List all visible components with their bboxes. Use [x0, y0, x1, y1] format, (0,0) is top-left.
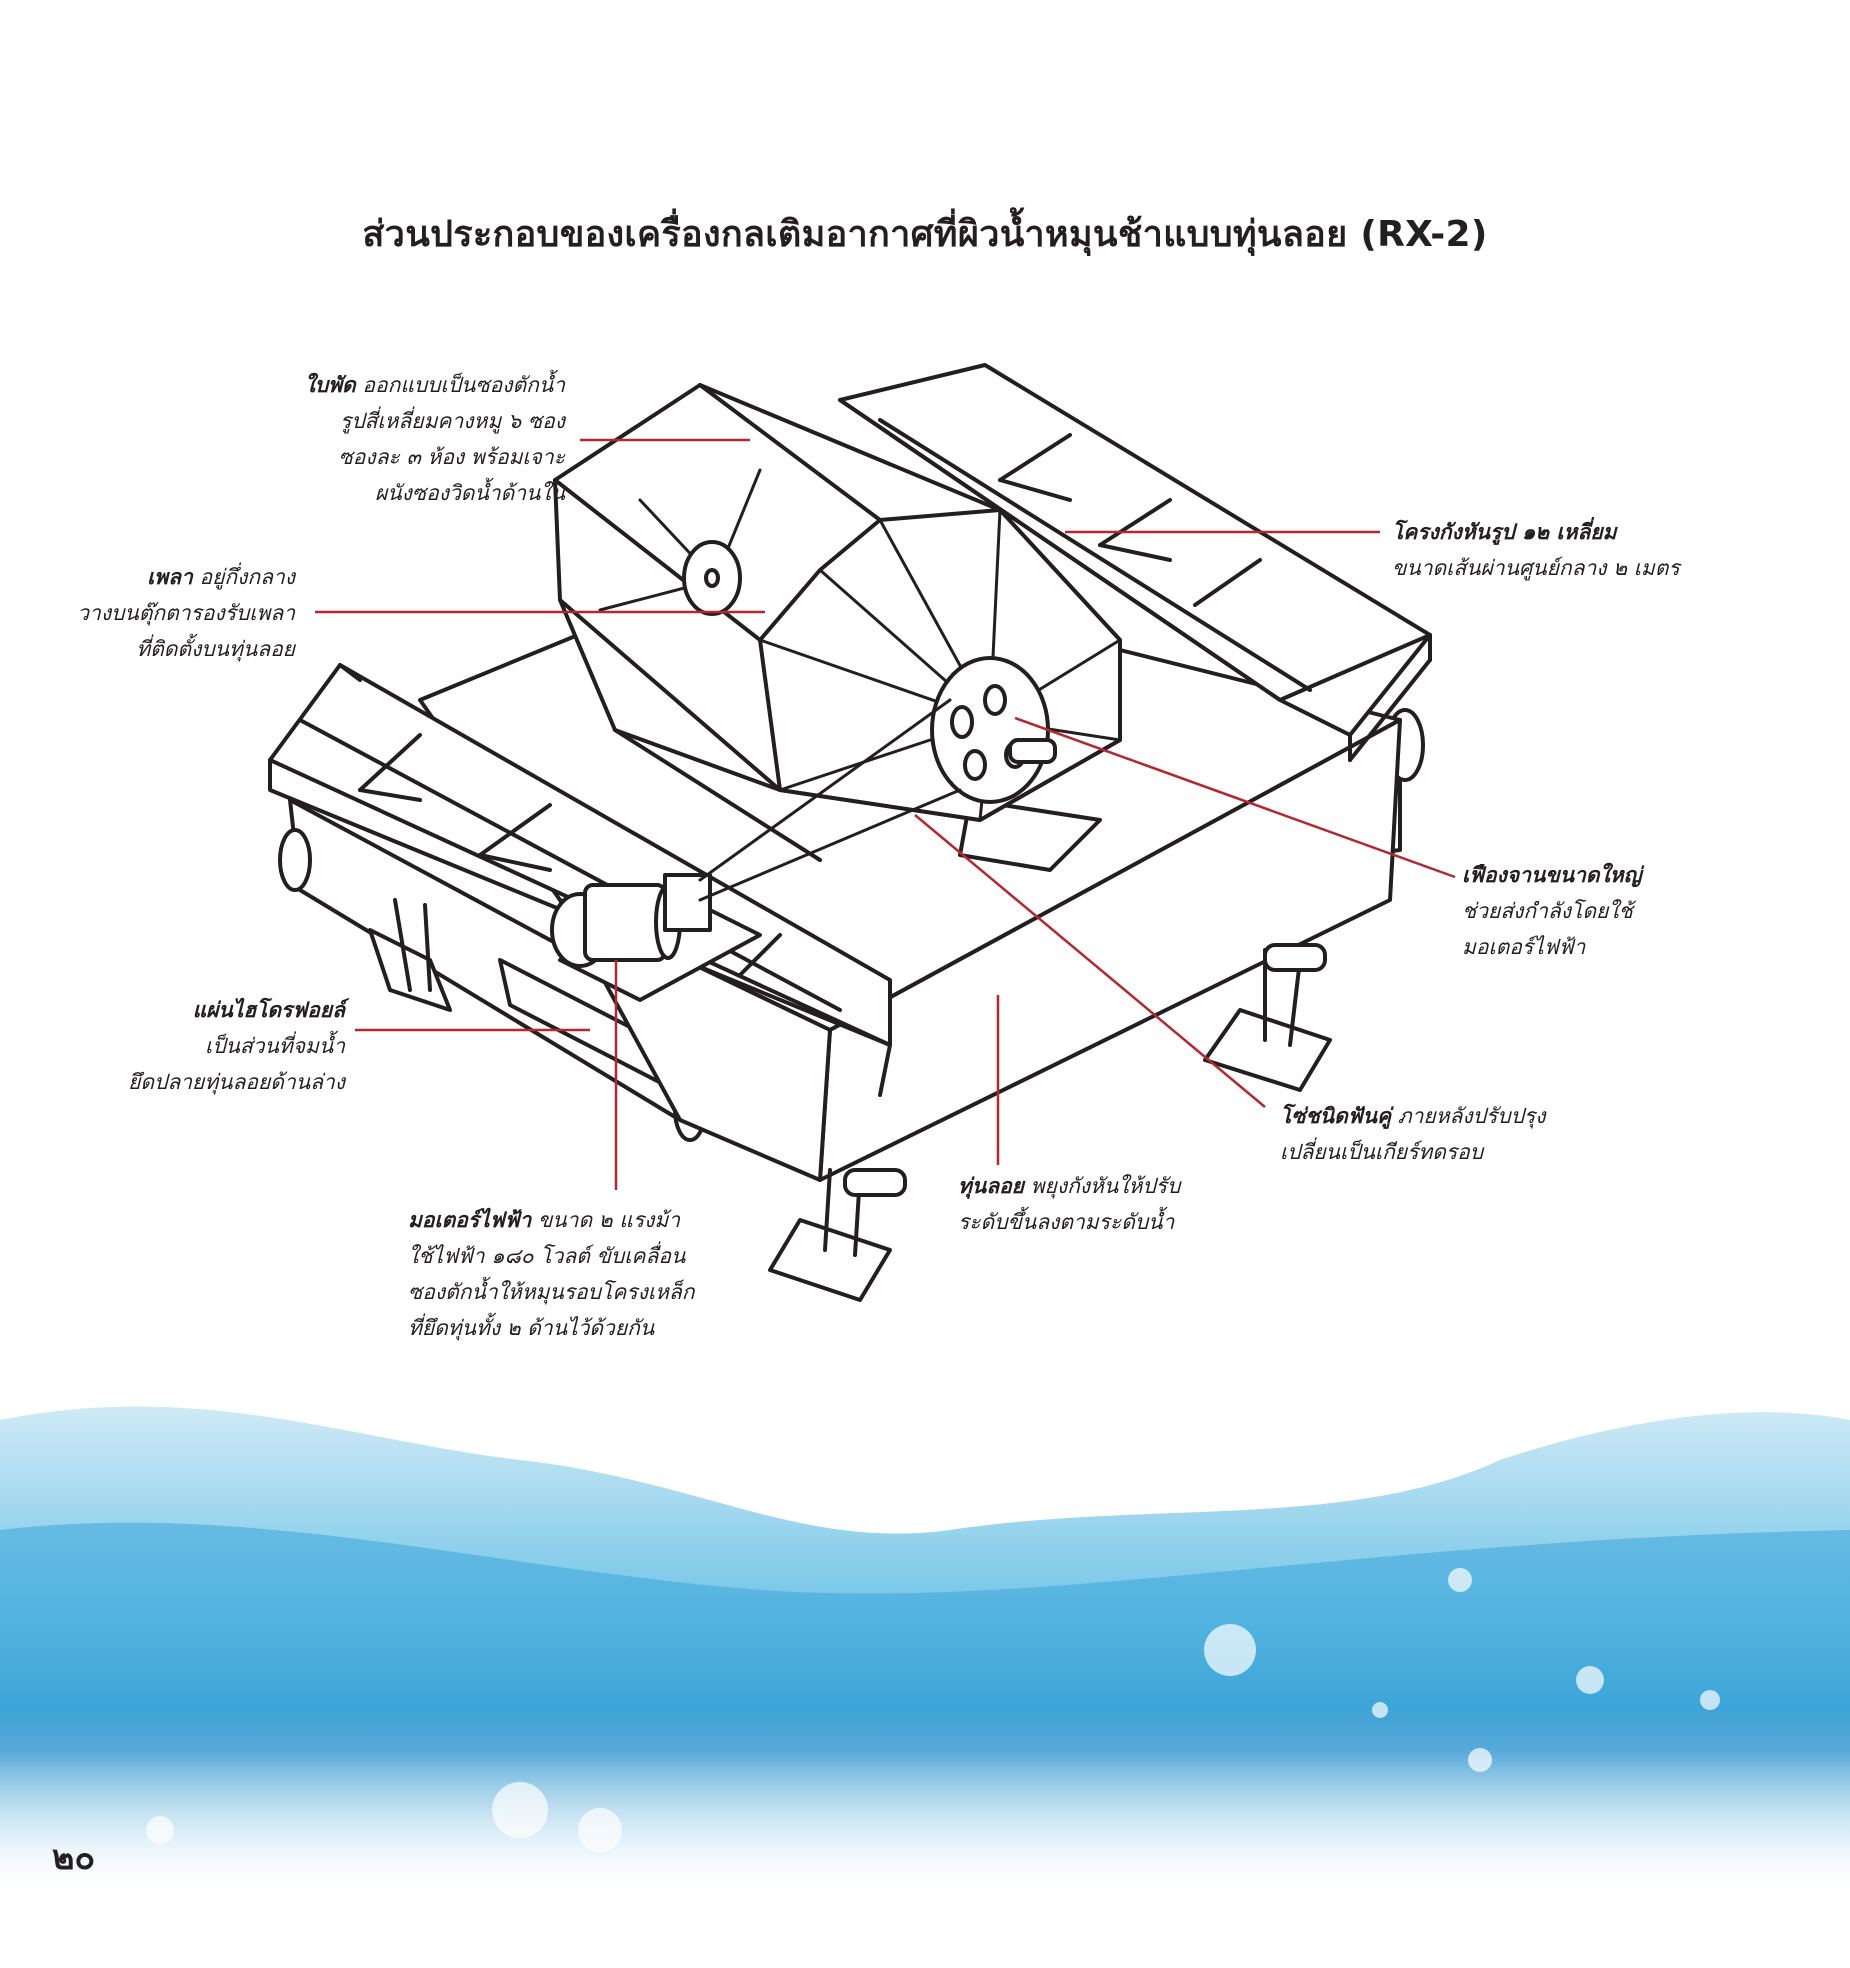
- gear-disc: [930, 656, 1057, 804]
- leader-gear: [1014, 716, 1456, 879]
- callout-motor: มอเตอร์ไฟฟ้า ขนาด ๒ แรงม้า ใช้ไฟฟ้า ๑๘๐ …: [408, 1202, 694, 1346]
- callout-frame: โครงกังหันรูป ๑๒ เหลี่ยม ขนาดเส้นผ่านศูน…: [1392, 514, 1680, 586]
- callout-motor-term: มอเตอร์ไฟฟ้า: [408, 1208, 532, 1232]
- callout-float: ทุ่นลอย พยุงกังหันให้ปรับ ระดับขึ้นลงตาม…: [958, 1168, 1180, 1240]
- callout-chain-line: เปลี่ยนเป็นเกียร์ทดรอบ: [1280, 1140, 1484, 1164]
- callout-blade-term: ใบพัด: [304, 373, 356, 397]
- drive-chain: [698, 698, 962, 902]
- motor-assembly: [550, 873, 762, 1002]
- callout-shaft-line: วางบนตุ๊กตารองรับเพลา: [77, 601, 295, 625]
- callout-hydrofoil-line: ยึดปลายทุ่นลอยด้านล่าง: [128, 1070, 345, 1094]
- callout-blade-line: ออกแบบเป็นซองตักน้ำ: [362, 373, 565, 397]
- callout-gear-line: ช่วยส่งกำลังโดยใช้: [1462, 899, 1633, 923]
- water-bubbles: [146, 1568, 1720, 1852]
- callout-blade-line: ซองละ ๓ ห้อง พร้อมเจาะ: [338, 445, 566, 469]
- truss-frame-right: [838, 363, 1432, 762]
- callout-gear-line: มอเตอร์ไฟฟ้า: [1462, 935, 1586, 959]
- support-legs: [368, 798, 1332, 1302]
- callout-motor-line: ซองตักน้ำให้หมุนรอบโครงเหล็ก: [408, 1280, 695, 1304]
- callout-frame-term: โครงกังหันรูป ๑๒ เหลี่ยม: [1392, 520, 1617, 544]
- callout-motor-line: ใช้ไฟฟ้า ๑๘๐ โวลต์ ขับเคลื่อน: [408, 1244, 686, 1268]
- callout-blade: ใบพัด ออกแบบเป็นซองตักน้ำ รูปสี่เหลี่ยมค…: [180, 367, 565, 511]
- shaft-hub: [682, 540, 742, 616]
- callout-blade-line: รูปสี่เหลี่ยมคางหมู ๖ ซอง: [339, 409, 565, 433]
- callout-gear: เฟืองจานขนาดใหญ่ ช่วยส่งกำลังโดยใช้ มอเต…: [1462, 857, 1642, 965]
- callout-frame-line: ขนาดเส้นผ่านศูนย์กลาง ๒ เมตร: [1392, 556, 1680, 580]
- water-wave-decoration: [0, 1406, 1850, 1900]
- callout-shaft-line: อยู่กึ่งกลาง: [199, 565, 295, 589]
- callout-blade-line: ผนังซองวิดน้ำด้านใน: [374, 481, 565, 505]
- callout-float-line: ระดับขึ้นลงตามระดับน้ำ: [958, 1210, 1175, 1234]
- diagram-title: ส่วนประกอบของเครื่องกลเติมอากาศที่ผิวน้ำ…: [362, 214, 1488, 255]
- callout-shaft: เพลา อยู่กึ่งกลาง วางบนตุ๊กตารองรับเพลา …: [20, 559, 295, 667]
- callout-hydrofoil-term: แผ่นไฮโดรฟอยล์: [192, 998, 345, 1022]
- callout-motor-line: ที่ยึดทุ่นทั้ง ๒ ด้านไว้ด้วยกัน: [408, 1316, 655, 1340]
- callout-chain-line: ภายหลังปรับปรุง: [1397, 1104, 1546, 1128]
- callout-float-term: ทุ่นลอย: [958, 1174, 1024, 1198]
- callout-chain: โซ่ชนิดฟันคู่ ภายหลังปรับปรุง เปลี่ยนเป็…: [1280, 1098, 1545, 1170]
- callout-shaft-line: ที่ติดตั้งบนทุ่นลอย: [136, 637, 295, 661]
- callout-hydrofoil-line: เป็นส่วนที่จมน้ำ: [205, 1034, 345, 1058]
- callout-hydrofoil: แผ่นไฮโดรฟอยล์ เป็นส่วนที่จมน้ำ ยึดปลายท…: [60, 992, 345, 1100]
- callout-shaft-term: เพลา: [147, 565, 193, 589]
- callout-float-line: พยุงกังหันให้ปรับ: [1030, 1174, 1181, 1198]
- callout-chain-term: โซ่ชนิดฟันคู่: [1280, 1104, 1392, 1128]
- callout-motor-line: ขนาด ๒ แรงม้า: [537, 1208, 680, 1232]
- callout-gear-term: เฟืองจานขนาดใหญ่: [1462, 863, 1642, 887]
- leader-lines: [315, 438, 1456, 1190]
- page-number: ๒๐: [52, 1838, 96, 1878]
- machine-line-art: [268, 363, 1432, 1302]
- leader-chain: [914, 814, 1266, 1108]
